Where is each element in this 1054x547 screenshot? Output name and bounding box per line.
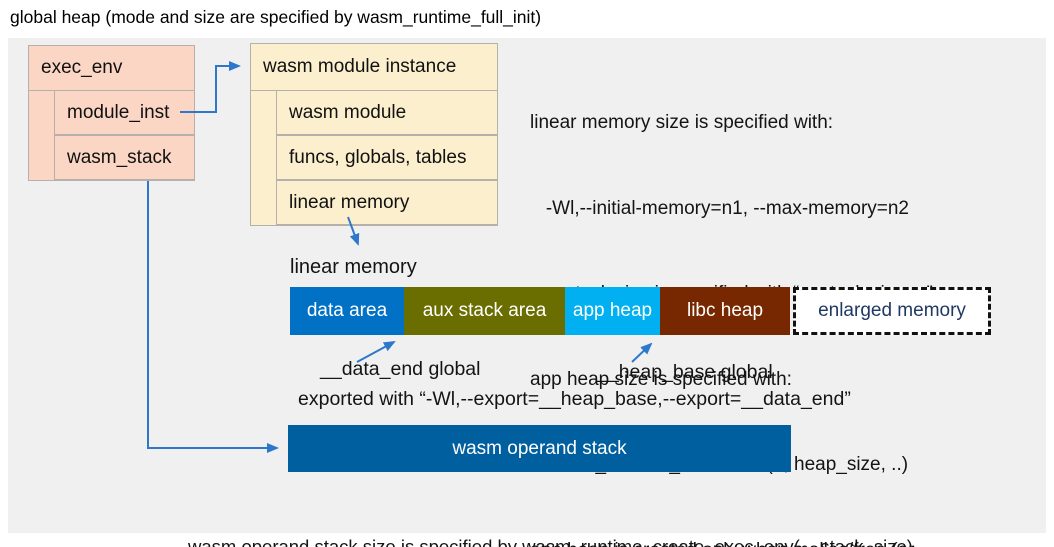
export-flags-annotation: exported with “-Wl,--export=__heap_base,…	[298, 388, 851, 410]
note-line: wasm operand stack size is specified by …	[188, 536, 913, 547]
linear-memory-bar: data area aux stack area app heap libc h…	[290, 287, 790, 335]
exec-env-row-module-inst: module_inst	[54, 90, 195, 135]
note-line: app heap is created only when malloc/fre…	[530, 537, 933, 547]
linear-memory-label: linear memory	[290, 256, 417, 278]
wasm-module-instance-header: wasm module instance	[251, 44, 497, 91]
note-line: app heap size is specified with:	[530, 368, 792, 390]
note-line: linear memory size is specified with:	[530, 112, 834, 133]
segment-libc-heap: libc heap	[660, 287, 790, 335]
exec-env-box: exec_env module_inst wasm_stack	[28, 45, 195, 181]
heap-base-global-annotation: __heap_base global	[597, 361, 773, 383]
instance-row-linear-memory: linear memory	[276, 180, 498, 225]
wasm-operand-stack-bar: wasm operand stack	[288, 425, 791, 472]
segment-app-heap: app heap	[565, 287, 660, 335]
operand-stack-notes: wasm operand stack size is specified by …	[188, 481, 913, 547]
page-title: global heap (mode and size are specified…	[10, 7, 542, 27]
note-line: -Wl,--initial-memory=n1, --max-memory=n2	[530, 197, 909, 219]
exec-env-row-wasm-stack: wasm_stack	[54, 135, 195, 180]
segment-data-area: data area	[290, 287, 404, 335]
wasm-operand-stack-label: wasm operand stack	[452, 437, 627, 459]
data-end-global-annotation: __data_end global	[320, 358, 481, 380]
exec-env-header: exec_env	[29, 46, 194, 91]
instance-row-wasm-module: wasm module	[276, 90, 498, 135]
segment-aux-stack-area: aux stack area	[404, 287, 565, 335]
segment-enlarged-memory: enlarged memory	[793, 287, 991, 335]
wasm-module-instance-box: wasm module instance wasm module funcs, …	[250, 43, 498, 226]
instance-row-funcs-globals-tables: funcs, globals, tables	[276, 135, 498, 180]
wasm-module-instance-nested-rows: wasm module funcs, globals, tables linea…	[276, 90, 498, 225]
exec-env-nested-rows: module_inst wasm_stack	[54, 90, 195, 180]
